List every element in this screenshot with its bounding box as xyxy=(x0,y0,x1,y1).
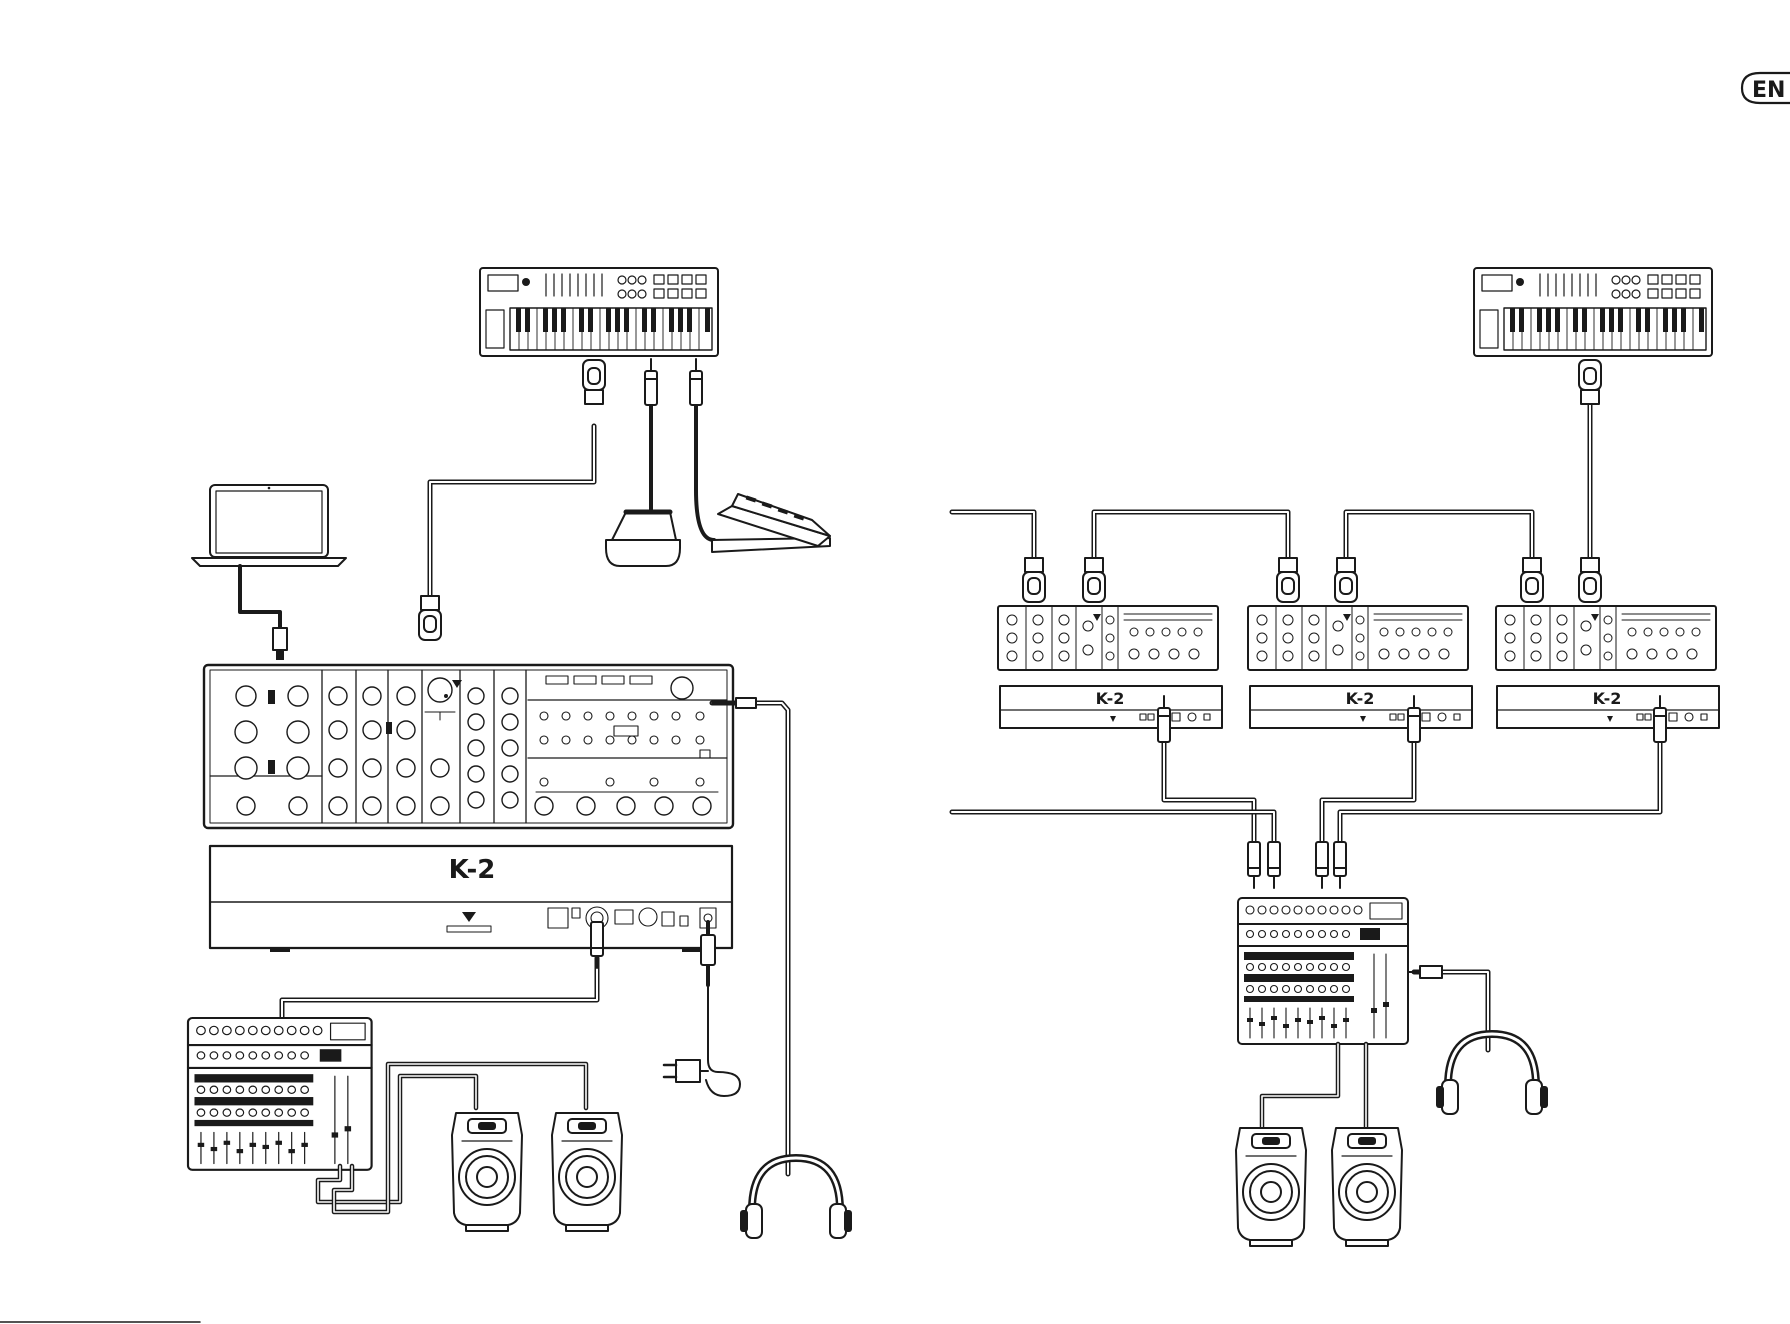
language-badge: EN xyxy=(1742,73,1790,103)
synth-case-label: K-2 xyxy=(1346,689,1375,708)
synth-case-label: K-2 xyxy=(1593,689,1622,708)
synth-module-panel xyxy=(1496,606,1716,670)
synth-case: K-2 xyxy=(210,846,732,952)
headphones-icon xyxy=(1436,1034,1548,1114)
expression-pedal-icon xyxy=(712,494,830,552)
usb-cable-laptop-to-synth xyxy=(240,566,287,660)
speaker-icon xyxy=(1332,1128,1402,1246)
speaker-icon xyxy=(452,1113,522,1231)
keyboard-icon xyxy=(480,268,718,356)
sustain-pedal-icon xyxy=(606,512,680,566)
laptop-icon xyxy=(192,485,346,566)
midi-cable-keyboard-to-synth xyxy=(1579,360,1601,602)
headphones-icon xyxy=(740,1158,852,1238)
keyboard-icon xyxy=(1474,268,1712,356)
speaker-icon xyxy=(1236,1128,1306,1246)
synth-case-label: K-2 xyxy=(449,855,496,885)
synth-module-panel xyxy=(204,665,733,828)
mixer-icon xyxy=(188,1018,372,1170)
right-setup: K-2 K-2 K-2 xyxy=(952,268,1719,1246)
mixer-icon xyxy=(1238,898,1408,1044)
expression-pedal-cable xyxy=(690,359,714,540)
synth-module-panel xyxy=(1248,606,1468,670)
midi-cable-keyboard-to-synth xyxy=(419,360,605,640)
language-badge-text: EN xyxy=(1752,78,1785,103)
synth-case-label: K-2 xyxy=(1096,689,1125,708)
synth-module-panel xyxy=(998,606,1218,670)
midi-thru-chain xyxy=(952,512,1543,602)
synth-case: K-2 xyxy=(1000,686,1222,728)
synth-case: K-2 xyxy=(1497,686,1719,728)
speaker-cables-right xyxy=(1262,1044,1366,1128)
synth-case: K-2 xyxy=(1250,686,1472,728)
speaker-icon xyxy=(552,1113,622,1231)
left-setup: K-2 xyxy=(188,268,852,1238)
sustain-pedal-cable xyxy=(645,359,657,510)
